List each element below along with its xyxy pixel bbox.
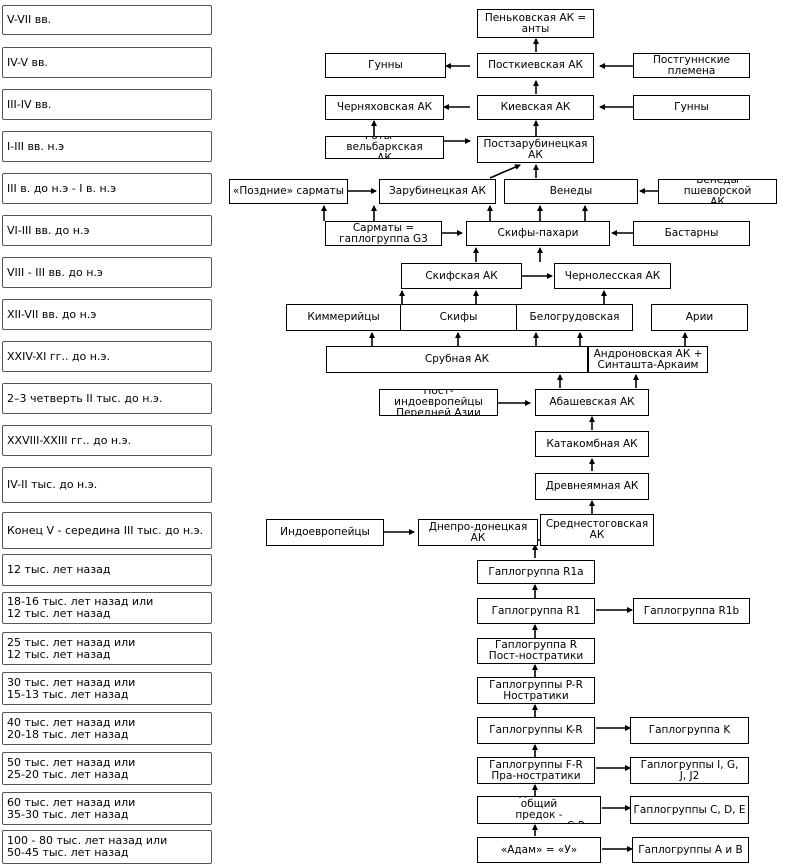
node-skify-pakhari: Скифы-пахари — [466, 221, 610, 246]
period-label: VI-III вв. до н.э — [2, 215, 212, 246]
period-label: IV-V вв. — [2, 47, 212, 78]
node-bastarny: Бастарны — [633, 221, 750, 246]
node-postgunnskie: Постгуннские племена — [633, 53, 750, 78]
period-label: III-IV вв. — [2, 89, 212, 120]
node-adam: «Адам» = «У» — [477, 837, 601, 863]
node-r1: Гаплогруппа R1 — [477, 598, 595, 624]
period-label: 2–3 четверть II тыс. до н.э. — [2, 383, 212, 414]
node-c-r: Неафриканский общий предок - гаплогруппа… — [477, 796, 601, 824]
node-srubnaya: Срубная АК — [326, 346, 588, 373]
period-label: 30 тыс. лет назад или 15-13 тыс. лет наз… — [2, 672, 212, 705]
period-label: III в. до н.э - I в. н.э — [2, 173, 212, 204]
node-abashevskaya: Абашевская АК — [535, 389, 649, 416]
node-postzarubinetskaya: Постзарубинецкая АК — [477, 136, 594, 163]
node-k: Гаплогруппа K — [630, 717, 749, 744]
period-label: 40 тыс. лет назад или 20-18 тыс. лет наз… — [2, 712, 212, 745]
node-indoevropeytsy: Индоевропейцы — [266, 519, 384, 546]
node-gunny-right: Гунны — [633, 95, 750, 120]
period-label: 50 тыс. лет назад или 25-20 тыс. лет наз… — [2, 752, 212, 785]
period-label: 25 тыс. лет назад или 12 тыс. лет назад — [2, 632, 212, 665]
period-label: VIII - III вв. до н.э — [2, 257, 212, 288]
node-zarubinetskaya: Зарубинецкая АК — [379, 179, 496, 204]
period-label: 100 - 80 тыс. лет назад или 50-45 тыс. л… — [2, 830, 212, 864]
node-skifskaya: Скифская АК — [401, 263, 522, 289]
period-label: XXIV-XI гг.. до н.э. — [2, 341, 212, 372]
period-label: XII-VII вв. до н.э — [2, 299, 212, 330]
node-i-g-j: Гаплогруппы I, G, J, J2 — [630, 757, 749, 784]
node-drevneyamnaya: Древнеямная АК — [535, 473, 649, 500]
node-chernolesskaya: Чернолесская АК — [554, 263, 671, 289]
node-gunny-left: Гунны — [325, 53, 446, 78]
period-label: IV-II тыс. до н.э. — [2, 467, 212, 503]
period-label: I-III вв. н.э — [2, 131, 212, 162]
node-r1b: Гаплогруппа R1b — [633, 598, 750, 624]
node-r: Гаплогруппа R Пост-ностратики — [477, 638, 595, 664]
arrow — [489, 164, 521, 179]
node-pozdnie-sarmaty: «Поздние» сарматы — [229, 179, 348, 204]
node-a-b: Гаплогруппы A и B — [632, 837, 749, 863]
node-f-r: Гаплогруппы F-R Пра-ностратики — [477, 757, 595, 784]
node-andronovskaya: Андроновская АК + Синташта-Аркаим — [588, 346, 708, 373]
node-kimmeriytsy: Киммерийцы — [286, 304, 401, 331]
node-k-r: Гаплогруппы K-R — [477, 717, 595, 744]
node-skify: Скифы — [400, 304, 517, 331]
node-katakombnaya: Катакомбная АК — [535, 431, 649, 457]
node-c-d-e: Гаплогруппы C, D, E — [630, 796, 749, 824]
period-label: V-VII вв. — [2, 5, 212, 35]
node-post-indoevropeytsy: Пост-индоевропейцы Передней Азии — [379, 389, 498, 416]
node-penkovskaya: Пеньковская АК = анты — [477, 9, 594, 38]
node-r1a: Гаплогруппа R1a — [477, 560, 595, 584]
node-belogrudovskaya: Белогрудовская — [516, 304, 633, 331]
node-arii: Арии — [651, 304, 748, 331]
node-venedy-pshevorskoy: Венеды пшеворской АК — [658, 179, 777, 204]
node-chernyakhovskaya: Черняховская АК — [325, 95, 444, 120]
period-label: 12 тыс. лет назад — [2, 554, 212, 586]
node-dnepro-donetskaya: Днепро-донецкая АК — [418, 519, 538, 546]
period-label: 18-16 тыс. лет назад или 12 тыс. лет наз… — [2, 592, 212, 624]
period-label: 60 тыс. лет назад или 35-30 тыс. лет наз… — [2, 792, 212, 825]
node-postkievskaya: Посткиевская АК — [477, 53, 594, 78]
node-kievskaya: Киевская АК — [477, 95, 594, 120]
node-sarmaty: Сарматы = гаплогруппа G3 — [325, 221, 442, 246]
node-srednestogovskaya: Среднестоговская АК — [540, 514, 654, 546]
node-p-r: Гаплогруппы P-R Ностратики — [477, 677, 595, 704]
node-venedy: Венеды — [504, 179, 638, 204]
node-goty: Готы = вельбаркская АК — [325, 136, 444, 159]
period-label: XXVIII-XXIII гг.. до н.э. — [2, 425, 212, 456]
period-label: Конец V - середина III тыс. до н.э. — [2, 512, 212, 549]
